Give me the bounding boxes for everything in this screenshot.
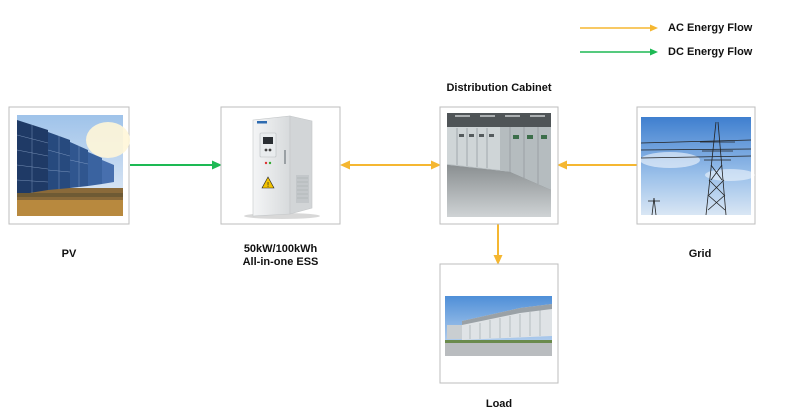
flow-arrow-ess-cabinet	[340, 160, 441, 170]
switchgear-room-photo	[447, 113, 551, 217]
load-label: Load	[485, 398, 513, 410]
legend-dc-label: DC Energy Flow	[668, 46, 753, 58]
grid-label: Grid	[688, 248, 712, 260]
solar-panels-photo	[16, 115, 130, 216]
ess-label-line1: 50kW/100kWh	[243, 243, 318, 255]
ess-label-line2: All-in-one ESS	[242, 256, 319, 268]
legend-dc-arrow	[580, 48, 658, 56]
pv-label: PV	[61, 248, 77, 260]
power-tower-photo	[640, 117, 755, 216]
ess-label: 50kW/100kWh All-in-one ESS	[210, 243, 351, 269]
legend-ac-arrow	[580, 24, 658, 32]
factory-building-photo	[445, 296, 552, 356]
flow-arrow-cabinet-to-load	[493, 224, 503, 265]
legend-ac-label: AC Energy Flow	[668, 22, 753, 34]
battery-cabinet-photo: !	[244, 115, 320, 219]
cabinet-label: Distribution Cabinet	[446, 82, 552, 94]
flow-arrow-grid-to-cabinet	[557, 160, 638, 170]
svg-text:!: !	[267, 181, 270, 189]
flow-arrow-pv-to-ess	[130, 160, 222, 170]
